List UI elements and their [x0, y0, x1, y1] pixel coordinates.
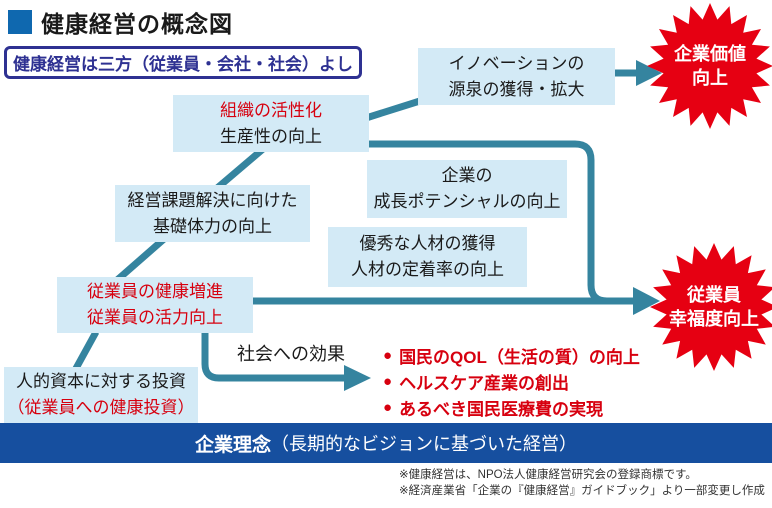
box-management-issues: 経営課題解決に向けた 基礎体力の向上 [115, 185, 310, 242]
box-organization: 組織の活性化 生産性の向上 [173, 95, 369, 152]
page-title: 健康経営の概念図 [41, 11, 233, 37]
title-square-icon [8, 10, 32, 34]
box-invest-line1: 人的資本に対する投資 [16, 372, 186, 391]
social-effects-list: ● 国民のQOL（生活の質）の向上 ● ヘルスケア産業の創出 ● あるべき国民医… [383, 342, 640, 420]
bullet-icon: ● [383, 398, 393, 416]
social-effect-label: 社会への効果 [237, 344, 345, 364]
starburst-employee-happiness: 従業員 幸福度向上 [650, 243, 772, 371]
connector-health-to-social [201, 330, 344, 382]
box-talent: 優秀な人材の獲得 人材の定着率の向上 [328, 227, 527, 287]
box-innovation-line1: イノベーションの [448, 53, 585, 73]
box-organization-line2: 生産性の向上 [220, 126, 322, 146]
box-health-line2: 従業員の活力向上 [87, 308, 223, 327]
box-mgmt-line2: 基礎体力の向上 [153, 216, 272, 236]
box-talent-line1: 優秀な人材の獲得 [359, 234, 496, 253]
social-effect-text: あるべき国民医療費の実現 [399, 399, 604, 419]
header: 健康経営の概念図 [8, 5, 233, 39]
box-growth-line2: 成長ポテンシャルの向上 [373, 192, 561, 211]
footnotes: ※健康経営は、NPO法人健康経営研究会の登録商標です。 ※経済産業省「企業の『健… [399, 467, 765, 499]
bullet-icon: ● [383, 346, 393, 364]
list-item: ● 国民のQOL（生活の質）の向上 [383, 342, 640, 368]
box-growth-line1: 企業の [441, 166, 493, 185]
footnote-line: ※健康経営は、NPO法人健康経営研究会の登録商標です。 [399, 469, 697, 481]
starburst-employee-happiness-text: 従業員 幸福度向上 [669, 285, 759, 329]
footnote-line: ※経済産業省「企業の『健康経営』ガイドブック」より一部変更し作成 [399, 485, 765, 497]
tagline-box: 健康経営は三方（従業員・会社・社会）よし [4, 46, 362, 79]
box-innovation-line2: 源泉の獲得・拡大 [448, 79, 585, 99]
bullet-icon: ● [383, 372, 393, 390]
list-item: ● ヘルスケア産業の創出 [383, 368, 640, 394]
connector-invest-to-health [70, 330, 100, 374]
bar-bold-text: 企業理念 [194, 434, 271, 456]
arrowhead-happiness-icon [633, 287, 660, 315]
connector-health-to-mgmt [113, 236, 167, 284]
connector-mgmt-to-org [213, 146, 266, 192]
bar-rest-text: （長期的なビジョンに基づいた経営） [271, 434, 577, 454]
box-human-capital-investment: 人的資本に対する投資 （従業員への健康投資） [4, 367, 198, 423]
corporate-philosophy-bar: 企業理念 （長期的なビジョンに基づいた経営） [0, 423, 772, 463]
box-growth-potential: 企業の 成長ポテンシャルの向上 [367, 160, 567, 218]
box-talent-line2: 人材の定着率の向上 [351, 260, 504, 279]
starburst-corporate-value-text: 企業価値 向上 [674, 44, 746, 88]
tagline-text: 健康経営は三方（従業員・会社・社会）よし [13, 55, 353, 74]
box-employee-health: 従業員の健康増進 従業員の活力向上 [57, 277, 253, 333]
arrowhead-value-icon [636, 60, 662, 86]
starburst-shape-icon [647, 3, 772, 129]
list-item: ● あるべき国民医療費の実現 [383, 394, 640, 420]
starburst-shape-icon [650, 243, 772, 371]
box-health-line1: 従業員の健康増進 [87, 282, 223, 301]
box-innovation: イノベーションの 源泉の獲得・拡大 [418, 48, 615, 105]
box-invest-line2: （従業員への健康投資） [7, 398, 195, 417]
starburst-corporate-value: 企業価値 向上 [646, 2, 772, 130]
connector-org-to-innovation [364, 96, 425, 122]
social-effect-text: ヘルスケア産業の創出 [399, 373, 570, 393]
box-organization-line1: 組織の活性化 [220, 100, 322, 120]
box-mgmt-line1: 経営課題解決に向けた [127, 190, 298, 210]
social-effect-text: 国民のQOL（生活の質）の向上 [399, 347, 640, 367]
arrowhead-social-icon [344, 365, 371, 391]
